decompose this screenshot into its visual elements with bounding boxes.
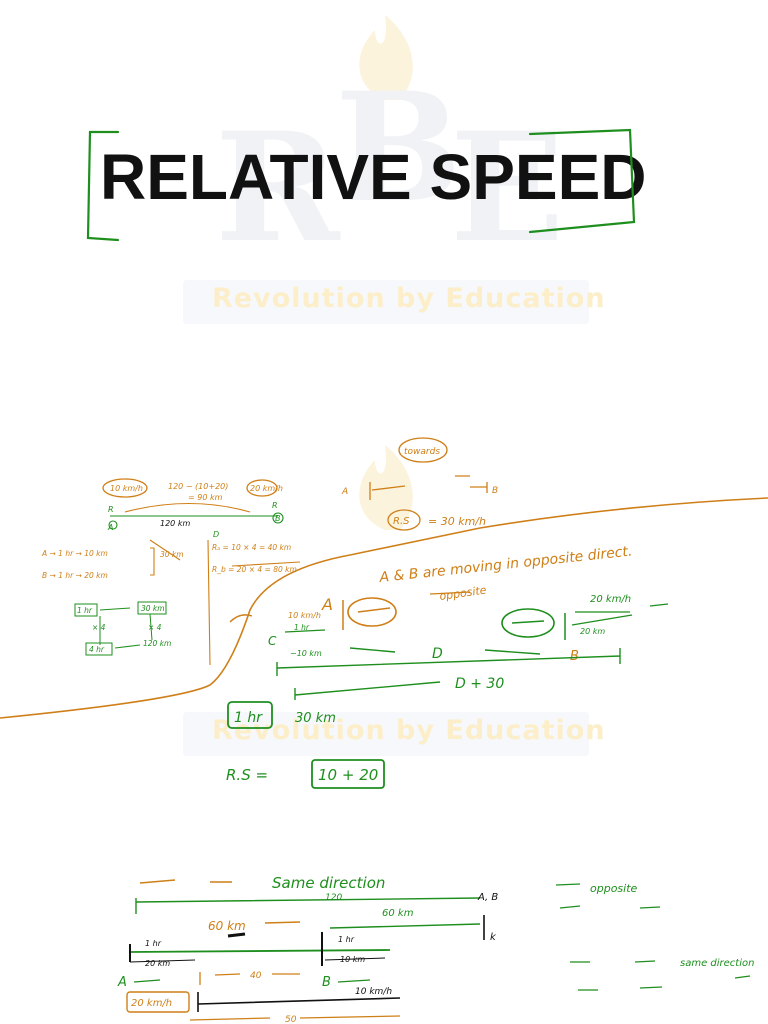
label-b: B bbox=[492, 486, 498, 496]
hr4: 4 hr bbox=[89, 645, 105, 654]
notes-bottom: Same direction 120 A, B 60 km 60 km k 1 … bbox=[117, 874, 754, 1024]
minus10: −10 km bbox=[290, 649, 322, 658]
k60: 60 km bbox=[208, 919, 246, 933]
x4b: × 4 bbox=[148, 623, 162, 632]
k20: 20 km bbox=[145, 959, 170, 968]
towards-label: towards bbox=[404, 447, 440, 457]
dist-120: 120 km bbox=[160, 519, 190, 528]
speed-b-bottom: 10 km/h bbox=[355, 987, 392, 997]
same-direction-right: same direction bbox=[680, 958, 754, 969]
k30: 30 km bbox=[141, 604, 165, 613]
opposite-diagram: 10 km/h A opposite 20 km/h 20 km C 1 hr … bbox=[226, 583, 669, 789]
page-title: RELATIVE SPEED bbox=[100, 141, 647, 213]
label-b2: B bbox=[570, 649, 579, 664]
speed-a-bottom: 20 km/h bbox=[131, 998, 172, 1009]
hr-box: 1 hr bbox=[234, 710, 263, 726]
k30-center: 30 km bbox=[295, 711, 336, 726]
title-brackets bbox=[86, 128, 636, 242]
x4a: × 4 bbox=[92, 623, 106, 632]
speed-b: 20 km/h bbox=[250, 484, 283, 493]
hr-label: 1 hr bbox=[294, 623, 310, 632]
k120: 120 bbox=[325, 893, 342, 903]
k120: 120 km bbox=[143, 639, 171, 648]
ratio-notes: 1 hr 30 km × 4 × 4 4 hr 120 km bbox=[74, 601, 171, 656]
hr1: 1 hr bbox=[145, 939, 162, 948]
speed-20: 20 km/h bbox=[590, 594, 631, 605]
same-direction: Same direction bbox=[272, 874, 385, 892]
speed-a: 10 km/h bbox=[110, 484, 143, 493]
rb-line: R_b = 20 × 4 = 80 km bbox=[212, 565, 297, 574]
label-a2: A bbox=[321, 595, 333, 614]
label-r-right: R bbox=[272, 501, 278, 510]
hr1: 1 hr bbox=[77, 606, 93, 615]
rs-label-2: R.S = bbox=[226, 766, 268, 784]
d-plus-30: D + 30 bbox=[455, 676, 504, 692]
label-a: A bbox=[341, 487, 348, 497]
diagram-top-left bbox=[108, 502, 301, 666]
minus20: 20 km bbox=[580, 627, 605, 636]
k60b: 60 km bbox=[382, 908, 414, 919]
arc-label-2: = 90 km bbox=[188, 493, 223, 502]
k-label: k bbox=[490, 932, 497, 943]
label-b: B bbox=[322, 975, 331, 990]
opposite-right: opposite bbox=[590, 882, 638, 895]
label-c: C bbox=[268, 634, 277, 648]
k50: 50 bbox=[285, 1015, 297, 1024]
label-b: B bbox=[275, 514, 281, 523]
a-line: A → 1 hr → 10 km bbox=[41, 549, 108, 558]
k40: 40 bbox=[250, 971, 262, 981]
label-d: D bbox=[213, 530, 219, 539]
label-d: D bbox=[432, 646, 443, 662]
notes-top-left: 10 km/h 120 − (10+20) = 90 km 20 km/h R … bbox=[41, 478, 297, 580]
hr2: 1 hr bbox=[338, 935, 355, 944]
label-a: A bbox=[117, 975, 127, 990]
ra-line: Rₐ = 10 × 4 = 40 km bbox=[212, 543, 291, 552]
ab-label: A, B bbox=[477, 892, 498, 903]
rs-label: R.S bbox=[393, 516, 410, 527]
label-r-left: R bbox=[108, 505, 114, 514]
b-line: B → 1 hr → 20 km bbox=[42, 571, 108, 580]
sentence: A & B are moving in opposite direct. bbox=[378, 544, 633, 587]
arc-label: 120 − (10+20) bbox=[168, 482, 228, 491]
speed-10: 10 km/h bbox=[288, 611, 321, 620]
sum-label: 10 + 20 bbox=[318, 766, 378, 784]
rs-value: = 30 km/h bbox=[428, 515, 486, 528]
divider-curve bbox=[0, 497, 768, 719]
